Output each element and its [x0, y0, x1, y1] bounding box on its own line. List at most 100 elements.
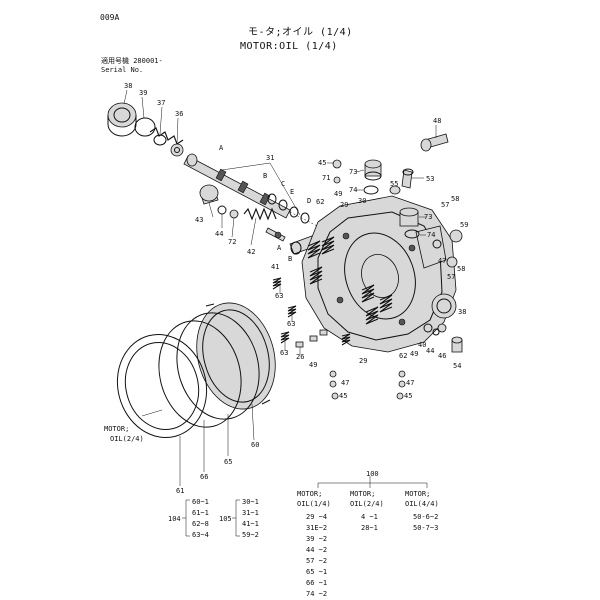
callout-41: 41: [271, 263, 279, 271]
set-104-label: 104: [168, 515, 181, 523]
callout-57b: 57: [447, 273, 455, 281]
callout-63a: 63: [275, 292, 283, 300]
part-40-44-46-54: [423, 323, 463, 353]
callout-53: 53: [426, 175, 434, 183]
callout-38: 38: [124, 82, 132, 90]
callout-58: 58: [451, 195, 459, 203]
part-41-pin: [265, 227, 286, 242]
part-58b-plug: [446, 256, 458, 268]
table-col2-head-l2: OIL(2/4): [350, 500, 384, 508]
callout-73b: 73: [424, 213, 432, 221]
callout-29: 29: [340, 201, 348, 209]
callout-A: A: [219, 144, 224, 152]
callout-40: 40: [418, 341, 426, 349]
callout-45b: 45: [339, 392, 347, 400]
part-73b-plug: [399, 207, 419, 227]
part-31-spool: [183, 153, 291, 219]
callout-E: E: [290, 188, 294, 196]
part-63-springs: [272, 277, 351, 346]
table-brackets: [182, 476, 428, 537]
callout-55: 55: [390, 180, 398, 188]
callout-49c: 49: [309, 361, 317, 369]
motor-ref-line1: MOTOR;: [104, 425, 130, 433]
set-105-item: 41~1: [242, 520, 259, 528]
part-74-oring: [363, 185, 379, 195]
part-36-washer: [170, 143, 184, 157]
part-39-oring: [134, 117, 156, 137]
part-30-housing: [301, 195, 457, 353]
table-col1-row: 66 ~1: [306, 579, 328, 587]
callout-42: 42: [247, 248, 255, 256]
callout-74: 74: [349, 186, 357, 194]
callout-66: 66: [200, 473, 208, 481]
title-jp: モ-タ;オイル (1/4): [248, 27, 353, 38]
table-col1-row: 74 ~2: [306, 590, 328, 598]
set-105-label: 105: [219, 515, 232, 523]
callout-63c: 63: [280, 349, 288, 357]
callout-36: 36: [175, 110, 183, 118]
table-col1-row: 39 ~2: [306, 535, 328, 543]
set-104-item: 63~4: [192, 531, 209, 539]
callout-38b: 38: [458, 308, 466, 316]
callout-62b: 62: [399, 352, 407, 360]
part-61-plate: [116, 333, 208, 439]
callout-46: 46: [438, 352, 446, 360]
callout-47: 47: [438, 257, 446, 265]
callout-26: 26: [296, 353, 304, 361]
set-104-item: 61~1: [192, 509, 209, 517]
callout-30: 30: [358, 197, 366, 205]
part-26-pins: [295, 329, 328, 348]
callout-A2: A: [277, 244, 282, 252]
table-col3-head-l1: MOTOR;: [405, 490, 431, 498]
page-code: 009A: [100, 13, 120, 22]
callout-44b: 44: [426, 347, 434, 355]
part-73-plug: [364, 159, 382, 181]
callout-31: 31: [266, 154, 274, 162]
part-45-plug: [332, 159, 342, 169]
set-105-item: 59~2: [242, 531, 259, 539]
table-col1-row: 44 ~2: [306, 546, 328, 554]
table-col1-row: 57 ~2: [306, 557, 328, 565]
part-38-nut: [107, 102, 137, 137]
part-43-plug: [199, 184, 219, 205]
table-col3-row: 50-6~2: [413, 513, 439, 521]
table-col3-head-l2: OIL(4/4): [405, 500, 439, 508]
callout-63b: 63: [287, 320, 295, 328]
callout-58b: 58: [457, 265, 465, 273]
table-col1-row: 29 ~4: [306, 513, 328, 521]
table-col2-row: 4 ~1: [361, 513, 378, 521]
part-37-spring: [149, 127, 184, 146]
part-74b-oring: [404, 229, 420, 239]
part-72-ring: [229, 209, 239, 219]
table-col1-head-l1: MOTOR;: [297, 490, 323, 498]
table-col2-row: 28~1: [361, 524, 378, 532]
part-58-plug: [449, 229, 463, 243]
part-48-bolt: [420, 133, 449, 152]
part-38-plug: [431, 293, 457, 319]
callout-29b: 29: [359, 357, 367, 365]
callout-37: 37: [157, 99, 165, 107]
part-65-ring: [176, 312, 260, 420]
callout-59: 59: [460, 221, 468, 229]
part-42-spring: [243, 207, 277, 221]
motor-ref-line2: OIL(2/4): [110, 435, 144, 443]
callout-61: 61: [176, 487, 184, 495]
table-col3-row: 50-7~3: [413, 524, 439, 532]
title-en: MOTOR:OIL (1/4): [240, 41, 338, 52]
callout-D: D: [307, 197, 311, 205]
table-col1-row: 65 ~1: [306, 568, 328, 576]
callout-45c: 45: [404, 392, 412, 400]
serial-en: Serial No.: [101, 66, 144, 74]
set-104-item: 62~8: [192, 520, 209, 528]
part-66-oring: [158, 320, 242, 428]
callout-71: 71: [322, 174, 330, 182]
set-104-item: 60~1: [192, 498, 209, 506]
callout-60: 60: [251, 441, 259, 449]
part-71-ball: [333, 176, 341, 184]
callout-B: B: [263, 172, 267, 180]
callout-54: 54: [453, 362, 461, 370]
callout-47b: 47: [341, 379, 349, 387]
table-col1-head-l2: OIL(1/4): [297, 500, 331, 508]
callout-62: 62: [316, 198, 324, 206]
